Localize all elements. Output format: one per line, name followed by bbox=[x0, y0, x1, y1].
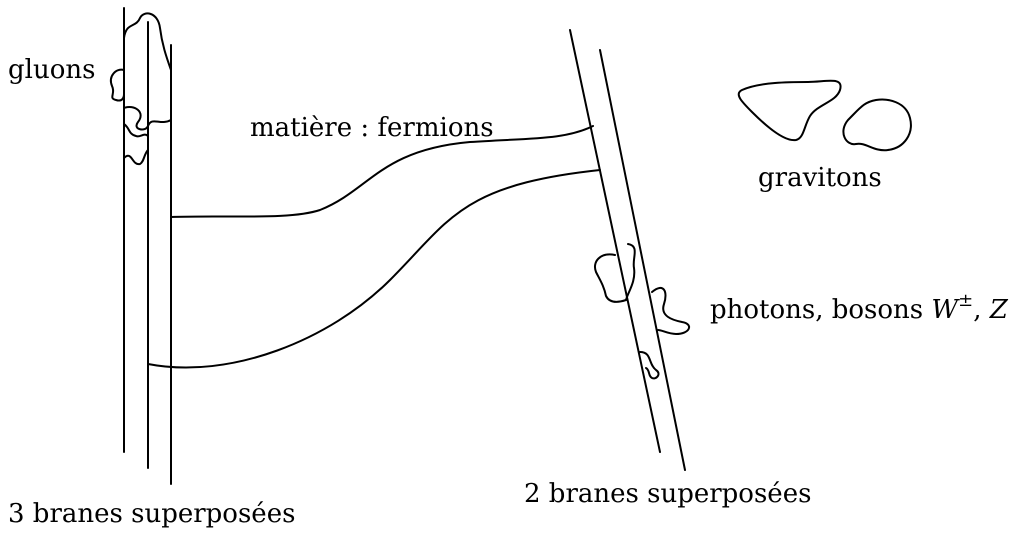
z-boson-symbol: Z bbox=[989, 295, 1009, 325]
gluon-loops bbox=[111, 13, 171, 164]
graviton-loop-2 bbox=[843, 100, 910, 151]
boson-loop-inner bbox=[626, 244, 635, 300]
right-brane-line-2 bbox=[600, 50, 685, 470]
three-branes-label: 3 branes superposées bbox=[8, 499, 295, 529]
photons-label: photons, bosons W±, Z bbox=[710, 290, 1009, 325]
photons-label-separator: , bbox=[973, 295, 990, 325]
gluons-label: gluons bbox=[8, 55, 95, 85]
fermion-string bbox=[148, 126, 600, 368]
boson-loop-left bbox=[595, 254, 626, 301]
two-branes-label: 2 branes superposées bbox=[524, 479, 811, 509]
three-brane-stack bbox=[124, 8, 171, 484]
boson-loops bbox=[595, 244, 689, 378]
w-boson-superscript: ± bbox=[958, 290, 973, 311]
right-brane-line-1 bbox=[570, 30, 660, 452]
graviton-loop-1 bbox=[739, 81, 841, 140]
photons-label-prefix: photons, bosons bbox=[710, 295, 931, 325]
two-brane-stack bbox=[570, 30, 685, 470]
graviton-loops bbox=[739, 81, 911, 151]
boson-loop-right bbox=[652, 288, 689, 334]
fermion-string-lower bbox=[148, 170, 600, 368]
gluon-loop-left bbox=[111, 70, 124, 101]
matter-label: matière : fermions bbox=[250, 113, 494, 143]
w-boson-symbol: W bbox=[931, 295, 960, 325]
gluon-loop-lower bbox=[124, 150, 148, 164]
gravitons-label: gravitons bbox=[758, 163, 882, 193]
